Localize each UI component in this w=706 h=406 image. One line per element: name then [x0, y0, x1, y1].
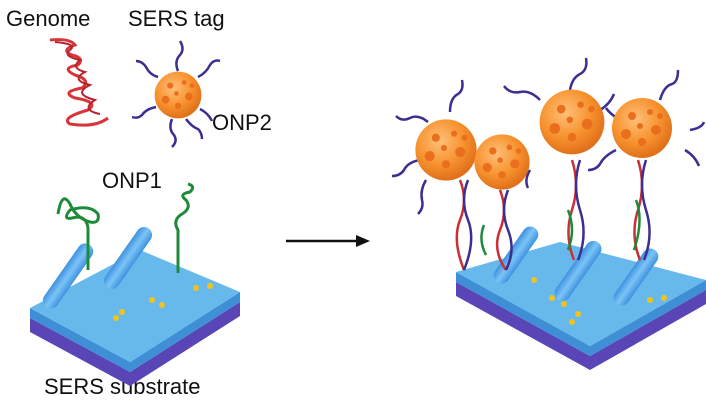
- sers-tag-bound-1: [415, 119, 477, 181]
- onp1-label: ONP1: [102, 168, 162, 193]
- sers-substrate-right: [391, 57, 706, 370]
- gold-dots: [113, 283, 213, 321]
- sers-substrate-left: [30, 182, 240, 386]
- sers-tag-bound-3: [539, 89, 605, 155]
- sers-substrate-label: SERS substrate: [44, 374, 201, 399]
- sers-tag-icon: [131, 40, 221, 148]
- genome-label: Genome: [6, 6, 91, 31]
- dna-duplex-icons: [455, 159, 651, 271]
- sers-tag-label: SERS tag: [128, 6, 225, 31]
- onp2-label: ONP2: [212, 110, 272, 135]
- genome-coil-icon: [49, 38, 109, 127]
- sers-tag-bound-2: [474, 134, 530, 190]
- reaction-arrow-icon: [286, 235, 370, 247]
- onp1-probe-icon: [56, 182, 195, 273]
- sers-tag-bound-4: [612, 98, 672, 158]
